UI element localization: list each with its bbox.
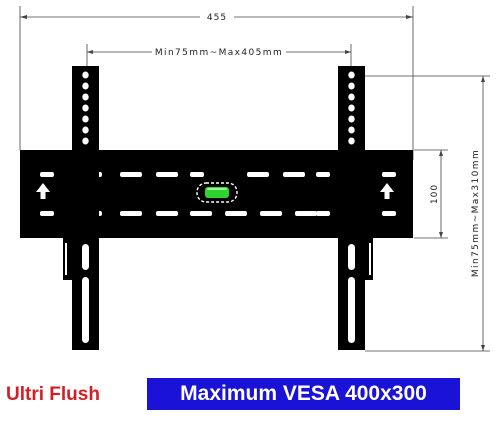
vesa-max-banner: Maximum VESA 400x300 — [147, 378, 460, 410]
right-bracket-arm — [338, 66, 373, 350]
up-arrow-left-icon — [36, 183, 50, 199]
product-type-caption: Ultri Flush — [6, 384, 100, 405]
overall-width-label: 455 — [207, 13, 227, 23]
vesa-vertical-label: Min75mm~Max310mm — [471, 149, 481, 277]
up-arrow-right-icon — [380, 183, 394, 199]
bubble-level-icon — [196, 182, 238, 203]
plate-height-label: 100 — [430, 184, 440, 204]
vesa-horizontal-label: Min75mm~Max405mm — [155, 48, 283, 58]
dimension-arrowheads — [20, 15, 485, 351]
left-bracket-arm — [63, 66, 99, 350]
